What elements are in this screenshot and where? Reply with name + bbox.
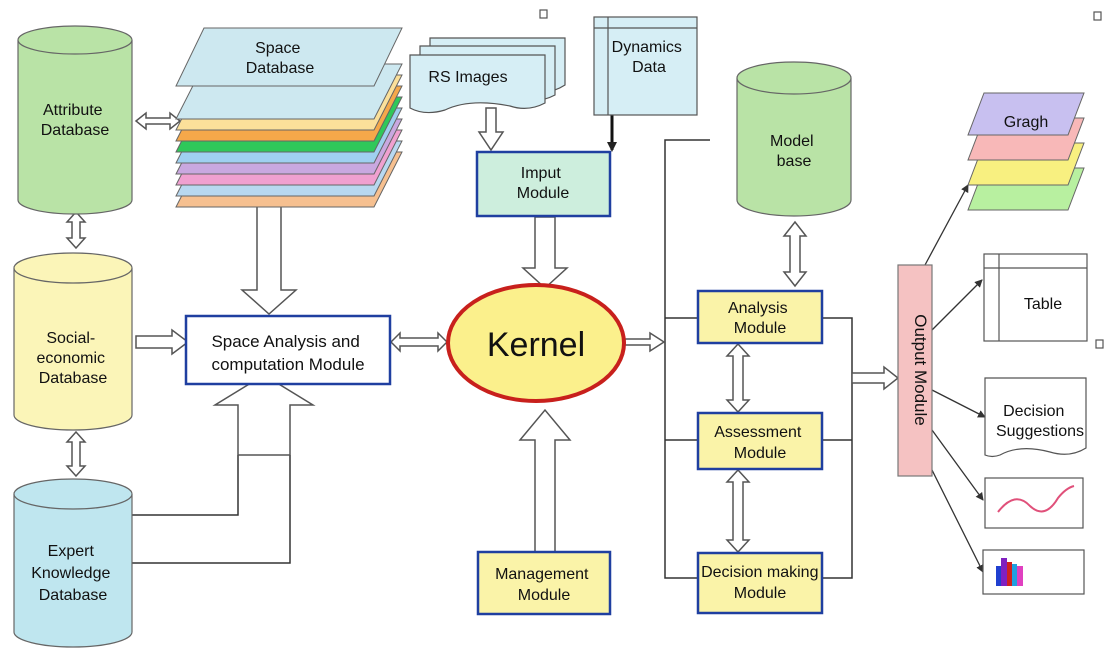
management-module: Management Module bbox=[476, 550, 612, 616]
graph-label: Gragh bbox=[1004, 114, 1048, 131]
assessment-module: Assessment Module bbox=[696, 411, 824, 471]
rs-images-label: RS Images bbox=[428, 69, 507, 86]
connector-lines bbox=[132, 139, 853, 579]
decision-line1: Decision making bbox=[701, 564, 818, 581]
management-line2: Module bbox=[518, 587, 571, 604]
attribute-db-line1: Attribute bbox=[43, 102, 103, 119]
analysis-line1: Analysis bbox=[728, 300, 788, 317]
model-base-database: Model base bbox=[736, 61, 852, 217]
suggestions-line1: Decision bbox=[1003, 403, 1064, 420]
suggestions-line2: Suggestions bbox=[996, 423, 1084, 440]
svg-text:Expert Knowledge D: Expert Knowledge Database bbox=[31, 543, 115, 604]
space-db-line2: Database bbox=[246, 60, 315, 77]
space-analysis-line1: Space Analysis and bbox=[211, 332, 359, 351]
expert-knowledge-database: Expert Knowledge Database bbox=[13, 478, 133, 648]
output-module-label: Output Module bbox=[911, 314, 930, 426]
output-arrows bbox=[924, 184, 986, 573]
model-base-line1: Model bbox=[770, 133, 814, 150]
space-db-top-layer bbox=[175, 27, 403, 87]
svg-text:Attribute Database: Attribute Database bbox=[41, 102, 110, 139]
imput-module: Imput Module bbox=[475, 150, 612, 218]
decision-suggestions-output: Decision Suggestions bbox=[984, 377, 1087, 458]
rs-images: RS Images bbox=[409, 37, 566, 114]
space-db-line1: Space bbox=[255, 40, 300, 57]
dynamics-data: Dynamics Data bbox=[593, 16, 698, 116]
svg-text:Analysis Module: Analysis Module bbox=[728, 300, 792, 337]
decision-making-module: Decision making Module bbox=[696, 551, 824, 615]
svg-text:Social- economic D: Social- economic Database bbox=[37, 330, 110, 387]
space-database: Space Database bbox=[175, 27, 403, 208]
table-output: Table bbox=[983, 253, 1088, 342]
svg-text:Space Analysis and compu: Space Analysis and computation Module bbox=[211, 332, 364, 374]
svg-text:Management Module: Management Module bbox=[495, 566, 593, 604]
attribute-database: Attribute Database bbox=[17, 25, 133, 215]
analysis-line2: Module bbox=[734, 320, 787, 337]
graph-layer bbox=[967, 92, 1085, 136]
model-base-line2: base bbox=[777, 153, 812, 170]
corner-marker bbox=[539, 9, 548, 19]
social-db-line2: economic bbox=[37, 350, 105, 367]
space-analysis-line2: computation Module bbox=[211, 355, 364, 374]
analysis-module: Analysis Module bbox=[696, 289, 824, 345]
svg-text:Assessment Module: Assessment Module bbox=[714, 424, 806, 462]
expert-db-line2: Knowledge bbox=[31, 565, 110, 582]
socioeconomic-database: Social- economic Database bbox=[13, 252, 133, 431]
expert-db-line3: Database bbox=[39, 587, 108, 604]
kernel: Kernel bbox=[446, 283, 626, 403]
svg-text:Dynamics Data: Dynamics Data bbox=[612, 39, 687, 76]
social-db-line1: Social- bbox=[46, 330, 95, 347]
svg-text:Space Database: Space Database bbox=[246, 40, 315, 77]
graph-output-layers bbox=[967, 92, 1085, 211]
imput-line2: Module bbox=[517, 185, 570, 202]
assessment-line1: Assessment bbox=[714, 424, 802, 441]
attribute-db-line2: Database bbox=[41, 122, 110, 139]
svg-text:Decision making Module: Decision making Module bbox=[701, 564, 823, 602]
dynamics-line1: Dynamics bbox=[612, 39, 682, 56]
decision-line2: Module bbox=[734, 585, 787, 602]
dynamics-line2: Data bbox=[632, 59, 666, 76]
corner-marker bbox=[1093, 11, 1102, 21]
svg-text:Model base: Model base bbox=[770, 133, 818, 170]
management-line1: Management bbox=[495, 566, 589, 583]
kernel-label: Kernel bbox=[487, 326, 585, 364]
social-db-line3: Database bbox=[39, 370, 108, 387]
svg-text:Imput Module: Imput Module bbox=[517, 165, 570, 202]
graph-output: Gragh bbox=[967, 92, 1085, 211]
expert-db-line1: Expert bbox=[48, 543, 95, 560]
line-chart-output bbox=[984, 477, 1084, 529]
imput-line1: Imput bbox=[521, 165, 562, 182]
bar-chart-output bbox=[982, 549, 1085, 595]
space-analysis-module: Space Analysis and computation Module bbox=[184, 314, 392, 386]
corner-marker bbox=[1095, 339, 1104, 349]
output-module: Output Module bbox=[897, 264, 933, 477]
table-label: Table bbox=[1024, 296, 1062, 313]
svg-text:Decision Suggestions: Decision Suggestions bbox=[996, 403, 1084, 440]
assessment-line2: Module bbox=[734, 445, 787, 462]
space-database-layers bbox=[175, 27, 403, 208]
block-arrows bbox=[65, 107, 900, 554]
